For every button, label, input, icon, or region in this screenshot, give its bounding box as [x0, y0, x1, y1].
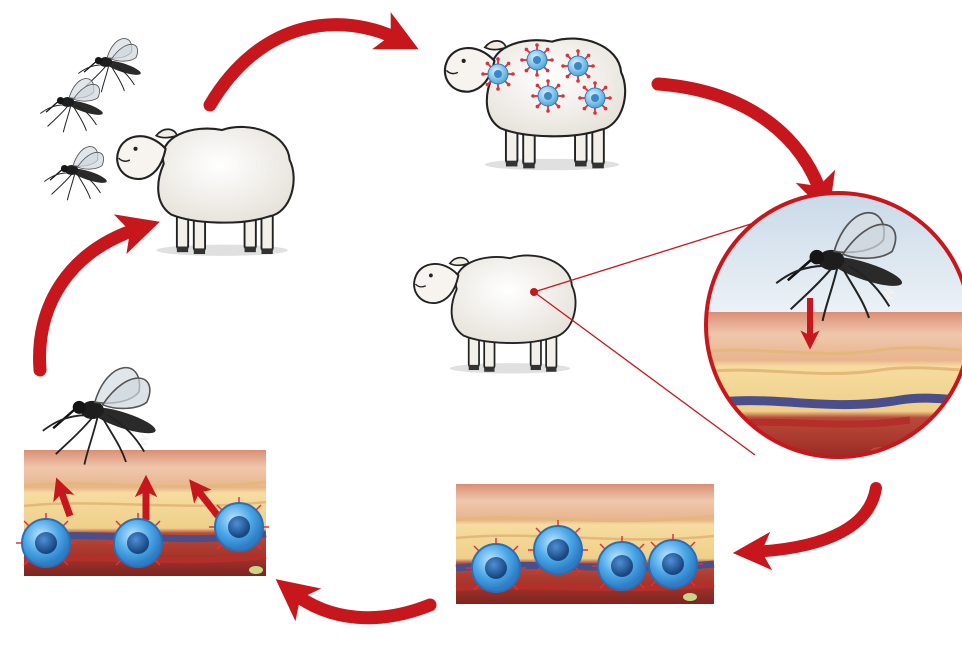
mosquito-icon [40, 79, 104, 133]
virus-icon [578, 81, 612, 115]
virus-icon [531, 79, 565, 113]
healthy-sheep-icon [117, 127, 294, 256]
arrow-healthy-to-infected [210, 25, 400, 105]
virus-icon [481, 57, 515, 91]
bite-point-marker [530, 288, 538, 296]
arrow-transmission-to-healthy [40, 228, 140, 370]
transmission-panel [16, 368, 269, 576]
arrow-cells-to-transmission [292, 592, 430, 618]
bite-closeup [700, 190, 962, 472]
mosquito-icon [44, 147, 108, 201]
virus-icon [520, 43, 554, 77]
blood-cells-panel [456, 484, 714, 604]
arrow-infected-to-bite [658, 84, 822, 196]
arrow-bite-to-cells [752, 488, 876, 552]
infected-sheep [445, 39, 625, 171]
bitten-sheep-icon [414, 255, 575, 373]
virus-icon [561, 49, 595, 83]
